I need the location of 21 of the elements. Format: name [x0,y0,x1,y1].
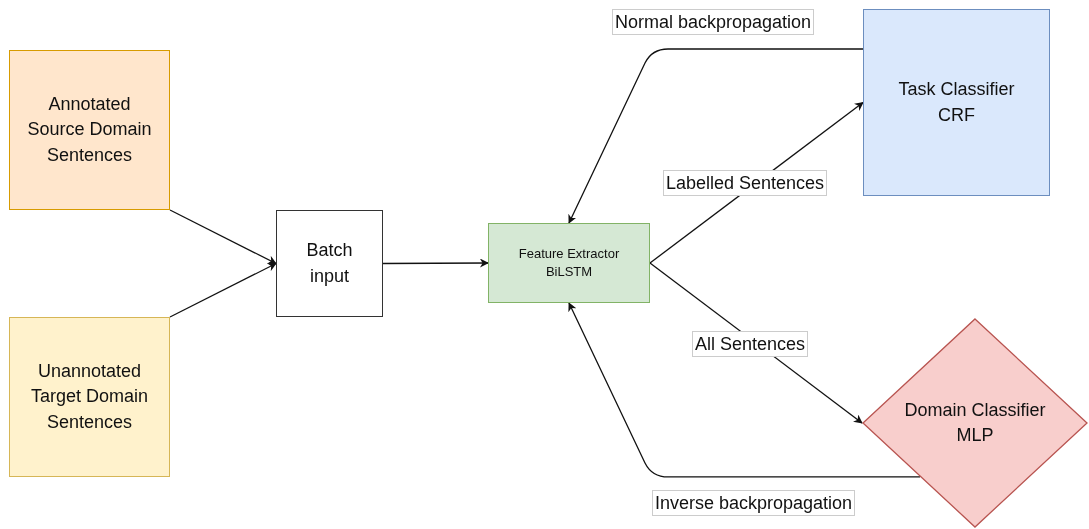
edge-label: Inverse backpropagation [652,490,856,516]
node-text: Unannotated Target Domain Sentences [29,360,150,434]
node-text: Domain Classifier MLP [903,398,1047,447]
arrow [169,209,277,265]
arrow [169,262,277,318]
node-text: Task Classifier CRF [897,78,1016,127]
source-box [9,50,170,210]
process-box [276,210,383,317]
node-text: Feature Extractor BiLSTM [517,244,621,281]
edge-label: All Sentences [692,331,809,357]
arrow [568,302,921,478]
decision-diamond [862,318,1088,528]
node-text: Batch input [305,239,354,288]
process-box [488,223,650,303]
edge-label: Normal backpropagation [612,9,815,35]
edge-label: Labelled Sentences [663,170,828,196]
arrow [382,258,489,268]
process-box [863,9,1050,196]
node-text: Annotated Source Domain Sentences [26,93,153,167]
arrow [568,48,864,224]
target-box [9,317,170,477]
